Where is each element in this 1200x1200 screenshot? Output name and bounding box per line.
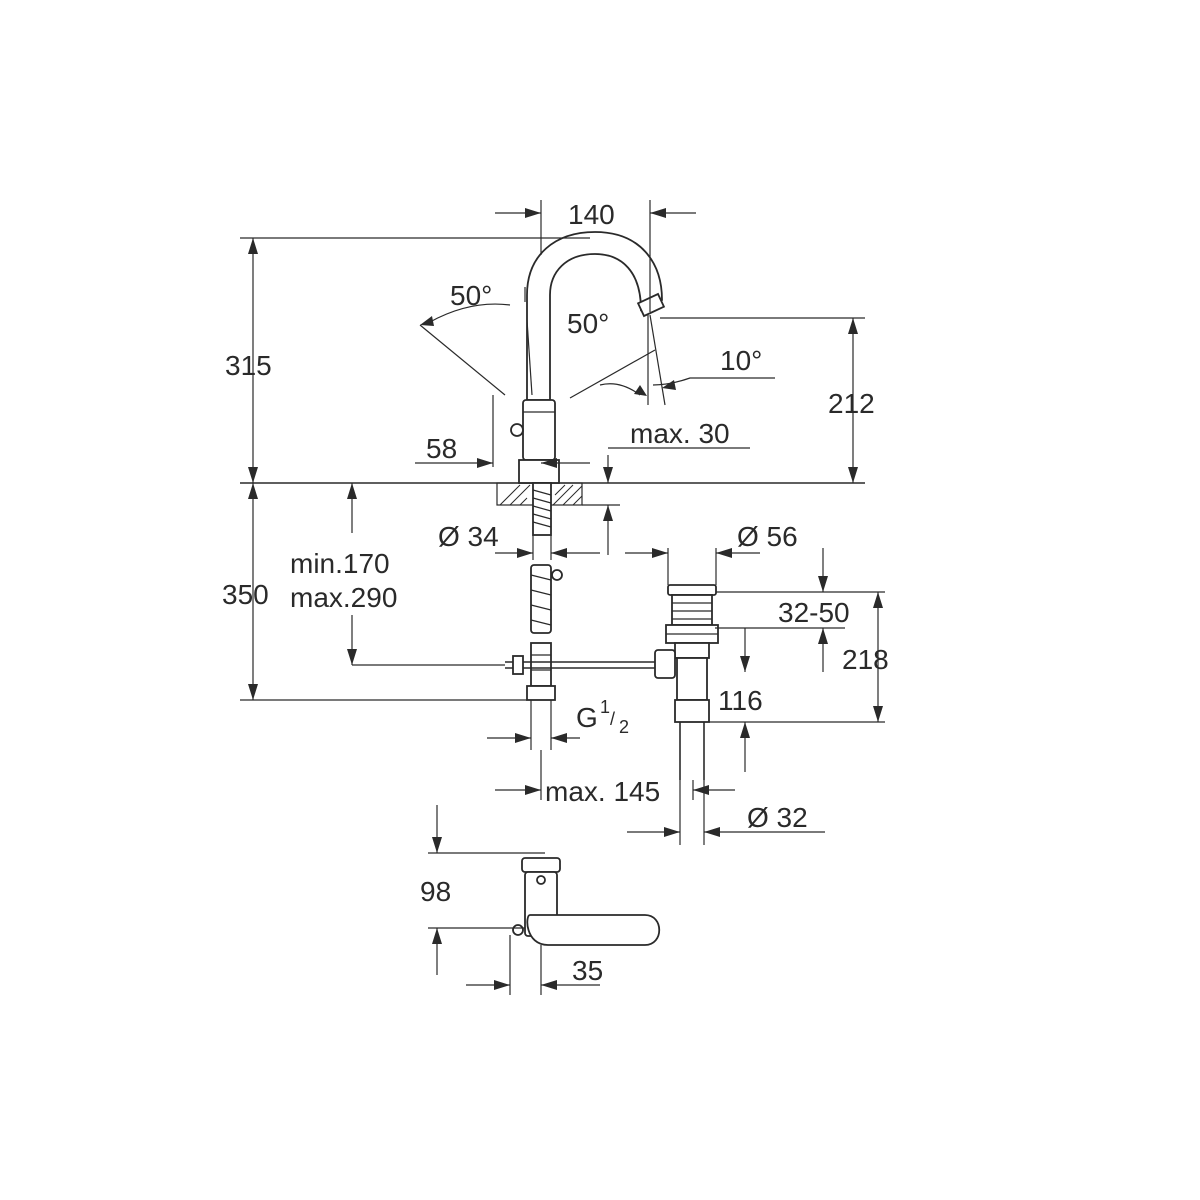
faucet-body: [522, 399, 556, 461]
lever-angle-lines: [419, 287, 656, 483]
label-thread-num: 1: [600, 697, 610, 717]
dim-total-height: [240, 237, 590, 483]
label-diameter-56: Ø 56: [737, 521, 798, 552]
label-350: 350: [222, 579, 269, 610]
label-140: 140: [568, 199, 615, 230]
spout-swivel-lines: [647, 314, 775, 406]
below-deck-assembly: [505, 564, 660, 701]
label-diameter-32: Ø 32: [747, 802, 808, 833]
dimension-labels: 140 315 212 50° 50° 10° 58 max. 30 Ø 34 …: [222, 199, 889, 986]
dim-waste-diameter: [625, 548, 760, 585]
tailpiece: [676, 657, 708, 701]
dim-thread: [487, 700, 580, 750]
popup-waste: [654, 584, 719, 780]
dim-shank-diameter: [495, 535, 600, 560]
lever-knob: [510, 423, 524, 437]
faucet-side-view: [240, 231, 865, 536]
dim-deck-thickness: [582, 447, 750, 555]
handle-lever: [526, 914, 660, 946]
label-max-30: max. 30: [630, 418, 730, 449]
dim-handle-height: [428, 805, 545, 975]
label-angle-right: 50°: [567, 308, 609, 339]
spout: [526, 231, 663, 401]
dim-pullrod: [495, 750, 735, 800]
label-218: 218: [842, 644, 889, 675]
label-thread-den: 2: [619, 717, 629, 737]
label-thread-slash: /: [610, 709, 615, 729]
label-max-290: max.290: [290, 582, 397, 613]
label-58: 58: [426, 433, 457, 464]
label-32-50: 32-50: [778, 597, 850, 628]
label-max-145: max. 145: [545, 776, 660, 807]
dim-lever-offset: [415, 458, 590, 468]
label-116: 116: [718, 685, 763, 716]
label-98: 98: [420, 876, 451, 907]
label-diameter-34: Ø 34: [438, 521, 499, 552]
dim-outlet-diameter: [627, 780, 825, 845]
dim-handle-offset: [466, 935, 600, 995]
label-315: 315: [225, 350, 272, 381]
flex-hose: [530, 564, 552, 634]
handle-detail: [512, 857, 660, 946]
dim-spout-height: [660, 317, 865, 483]
dim-below-deck: [240, 483, 527, 701]
hose-valve: [530, 642, 552, 687]
label-35: 35: [572, 955, 603, 986]
dim-hose-length: [347, 483, 505, 666]
pivot-housing: [654, 649, 676, 679]
label-thread-g: G: [576, 702, 598, 733]
waste-body: [671, 594, 713, 626]
label-angle-left: 50°: [450, 280, 492, 311]
waste-flange: [667, 584, 717, 596]
dim-waste-range: [715, 548, 885, 672]
hose-nut: [526, 685, 556, 701]
dim-waste-height: [709, 592, 885, 723]
aerator: [636, 292, 666, 318]
dim-waste-inner: [740, 628, 750, 772]
label-swivel: 10°: [720, 345, 762, 376]
label-212: 212: [828, 388, 875, 419]
dim-spout-reach: [495, 200, 696, 312]
label-min-170: min.170: [290, 548, 390, 579]
